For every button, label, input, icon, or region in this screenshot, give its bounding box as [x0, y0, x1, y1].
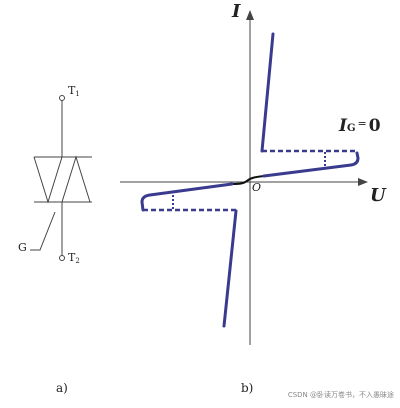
q1-knee	[349, 151, 360, 167]
iv-graph	[120, 10, 368, 345]
x-axis-arrow	[358, 178, 368, 186]
triangle-right	[61, 155, 91, 203]
ig-equals: =	[357, 117, 367, 130]
caption-a: a)	[56, 381, 68, 395]
triac-symbol	[30, 95, 92, 261]
y-axis-label: I	[232, 1, 241, 22]
curve-quadrant-3	[140, 182, 238, 328]
q1-vertical-rise	[260, 32, 275, 153]
t2-letter: T	[68, 251, 76, 264]
origin-label: O	[252, 181, 262, 194]
q3-vertical-drop	[222, 209, 238, 328]
curve-quadrant-1	[260, 32, 360, 178]
watermark-text: CSDN @卧读万卷书，不入愚昧途	[287, 391, 394, 399]
t2-subscript: 2	[75, 257, 80, 265]
q3-knee	[140, 193, 152, 212]
t1-label: T1	[68, 84, 80, 98]
triangle-left	[33, 156, 63, 204]
q1-forward-leak	[262, 163, 353, 178]
t1-letter: T	[68, 84, 76, 97]
gate-lead	[30, 211, 56, 251]
t2-terminal	[59, 255, 65, 261]
q3-reverse-leak	[148, 182, 234, 197]
origin-curve	[231, 175, 265, 185]
ig-main: I	[339, 116, 347, 136]
t1-subscript: 1	[75, 90, 80, 98]
x-axis-label: U	[370, 185, 386, 206]
gate-current-label: IG=0	[339, 116, 381, 136]
gate-label: G	[18, 241, 27, 254]
ig-value: 0	[368, 116, 381, 136]
y-axis-arrow	[246, 10, 254, 20]
ig-subscript: G	[346, 123, 356, 134]
t1-terminal	[59, 95, 65, 101]
t2-label: T2	[68, 251, 80, 265]
caption-b: b)	[241, 381, 254, 395]
